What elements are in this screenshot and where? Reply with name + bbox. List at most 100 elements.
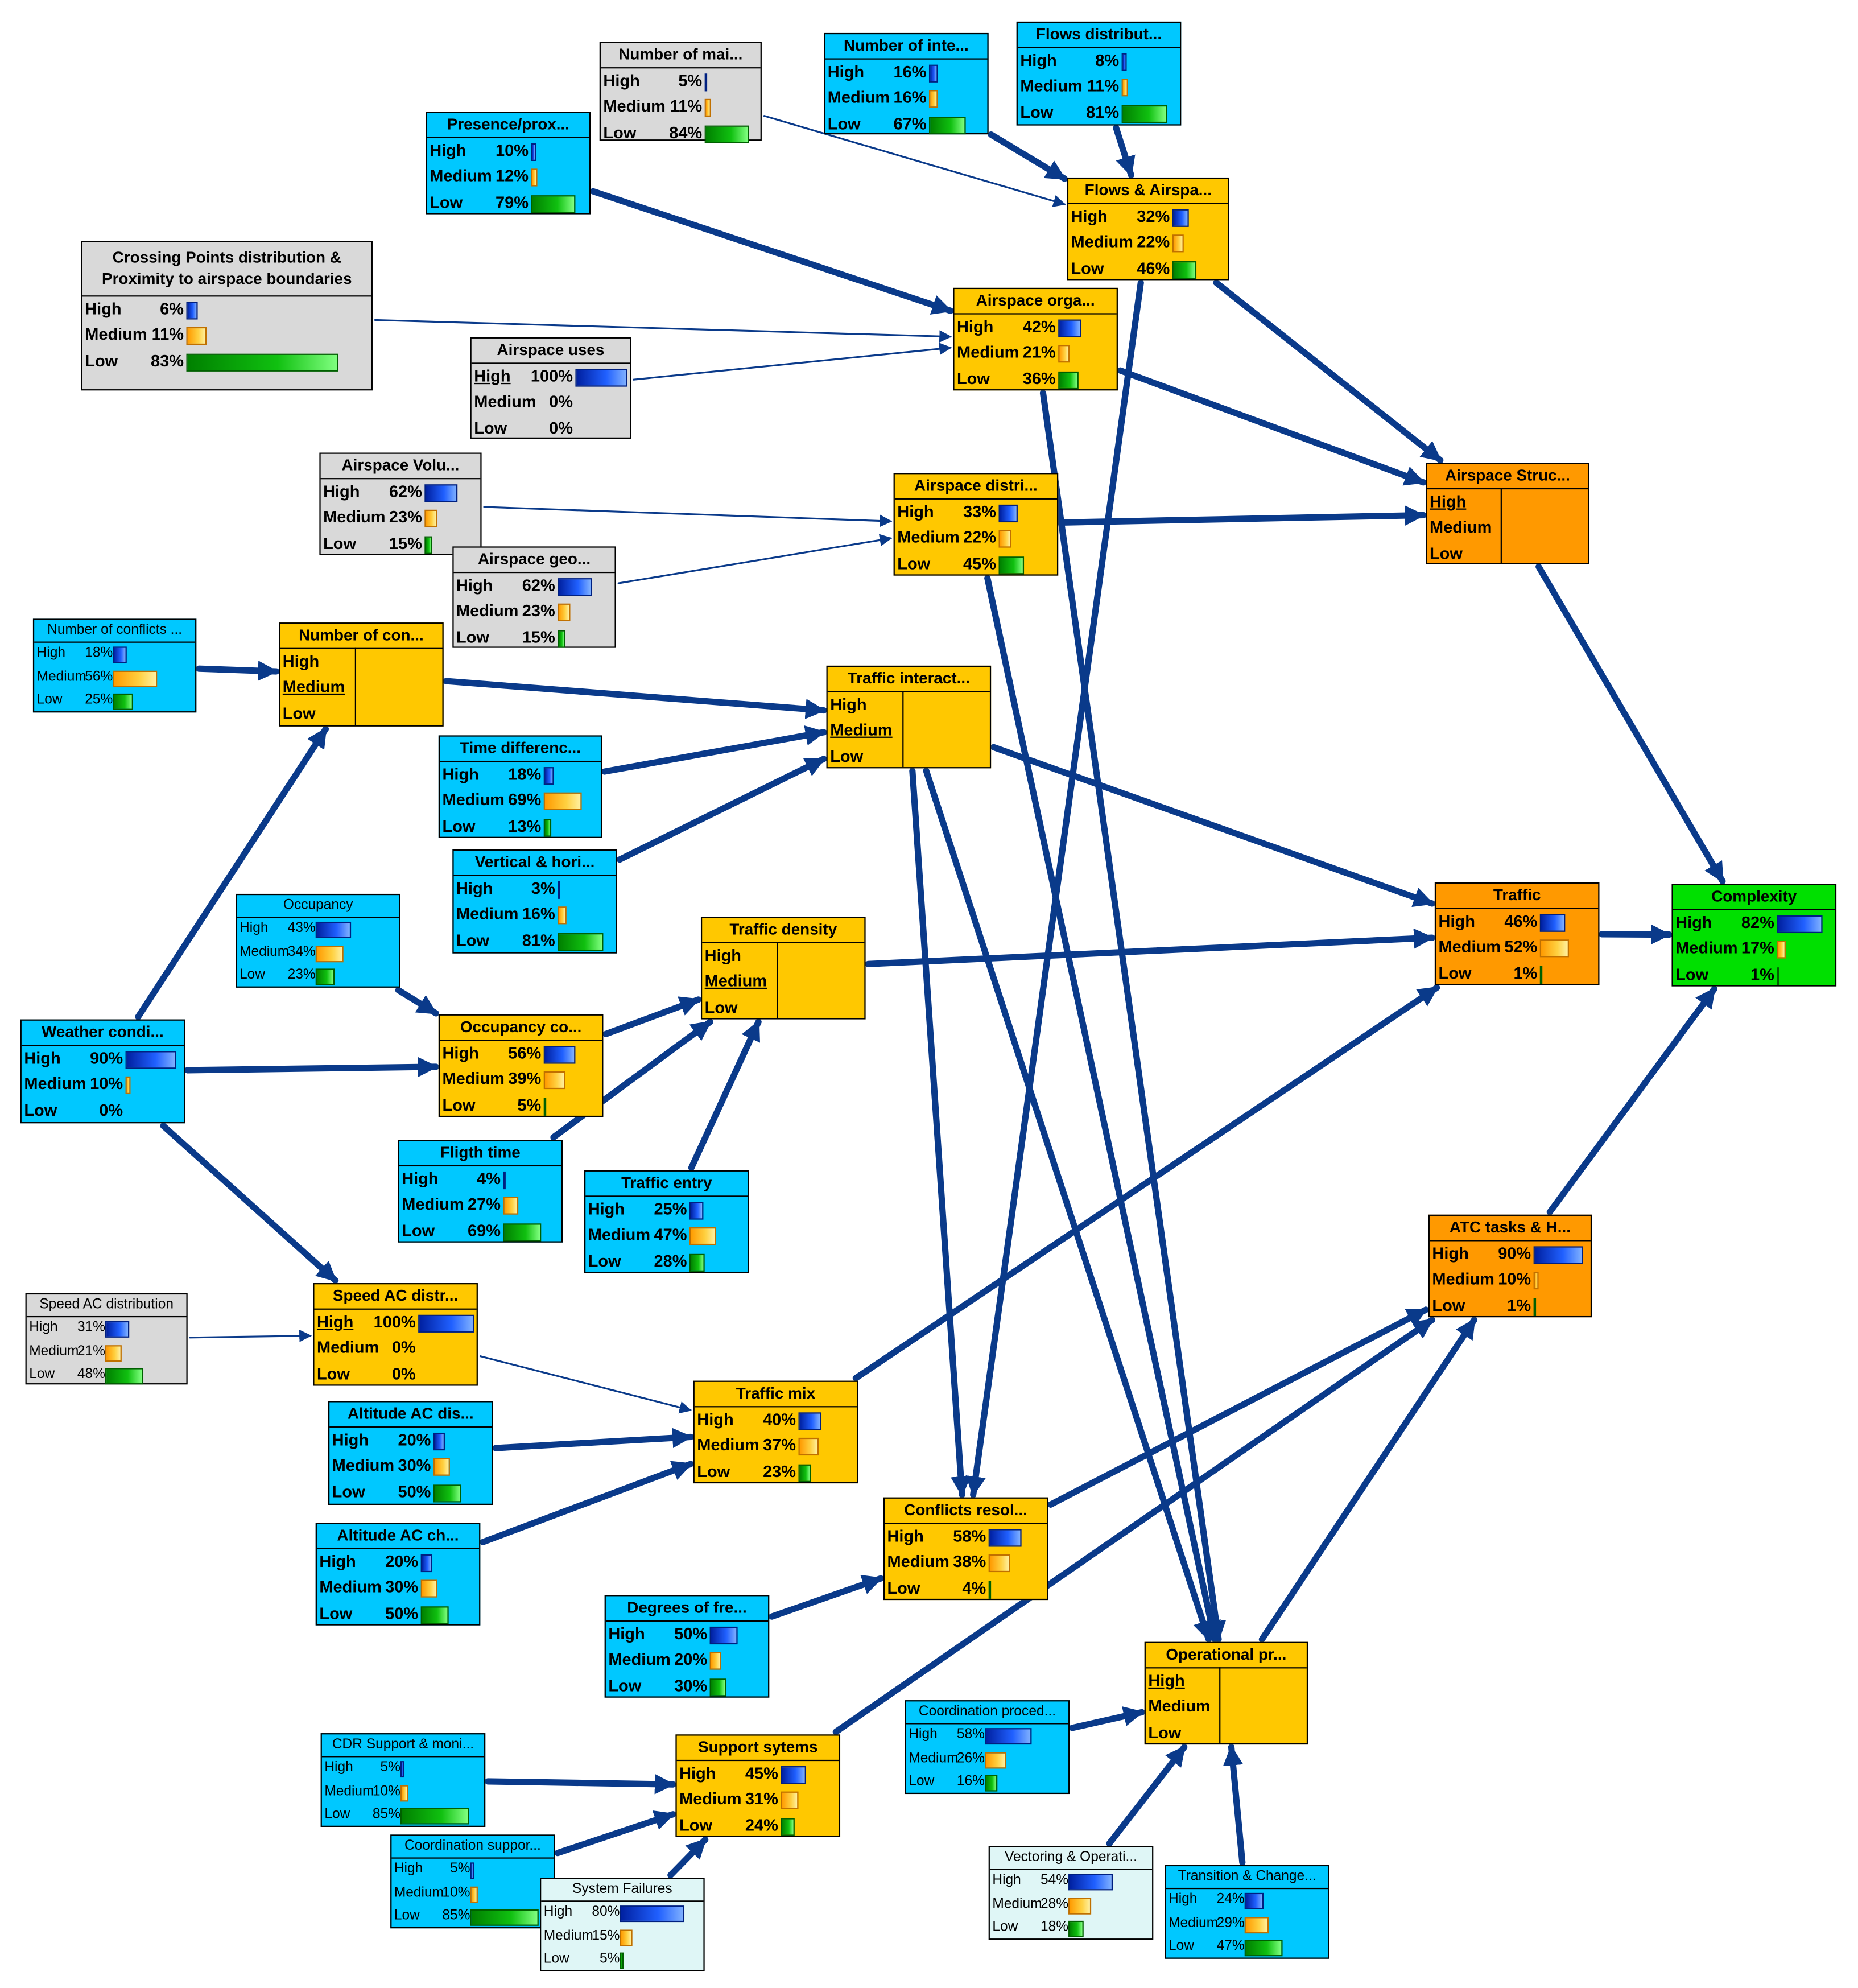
state-percentage: 23%: [287, 967, 316, 983]
state-percentage: 6%: [160, 299, 184, 319]
edge-airspace_orga-to-operational_pr: [1039, 390, 1227, 1643]
state-row-low: Low: [1146, 1720, 1307, 1746]
probability-bar-medium: [620, 1929, 632, 1946]
state-label: Medium: [603, 97, 666, 116]
state-percentage: 10%: [442, 1884, 470, 1900]
state-percentage: 62%: [522, 575, 555, 595]
state-label: Low: [442, 816, 476, 835]
state-percentage: 20%: [385, 1552, 419, 1571]
probability-bar-low: [113, 693, 133, 710]
edge-speed_ac_distribution-to-speed_ac_distr: [189, 1329, 312, 1342]
state-percentage: 17%: [1741, 938, 1774, 958]
state-label: Medium: [319, 1577, 382, 1597]
node-title: Support sytems: [676, 1736, 839, 1762]
state-percentage: 11%: [1087, 76, 1120, 96]
state-percentage: 31%: [745, 1789, 778, 1809]
state-percentage: 50%: [674, 1624, 708, 1643]
edge-occupancy-to-occupancy_co: [395, 987, 439, 1017]
probability-bar-medium: [1172, 234, 1184, 253]
node-crossing[interactable]: Crossing Points distribution & Proximity…: [81, 241, 373, 391]
state-percentage: 28%: [1040, 1896, 1069, 1912]
state-label: Low: [897, 553, 931, 573]
state-percentage: 11%: [151, 325, 184, 344]
probability-bar-medium: [186, 327, 207, 345]
probability-bar-medium: [1121, 79, 1128, 97]
state-label: Low: [456, 930, 489, 950]
node-title: Complexity: [1673, 885, 1835, 910]
probability-bar-high: [531, 143, 537, 161]
state-label: Low: [240, 967, 266, 983]
node-title: Fligth time: [399, 1141, 561, 1167]
state-label: High: [323, 481, 360, 501]
state-label: Low: [830, 746, 864, 765]
probability-bar-medium: [531, 169, 538, 187]
edge-weather-to-num_con: [135, 725, 329, 1020]
state-percentage: 20%: [398, 1430, 431, 1449]
state-label: Medium: [1675, 938, 1738, 958]
probability-bar-high: [420, 1554, 432, 1573]
edge-traffic-to-complexity: [1599, 924, 1673, 945]
state-percentage: 54%: [1040, 1872, 1069, 1888]
state-percentage: 45%: [745, 1763, 778, 1783]
probability-bar-medium: [1244, 1916, 1269, 1933]
state-label: High: [324, 1759, 353, 1775]
edge-airspace_geo-to-airspace_distri: [617, 534, 893, 584]
state-label: Medium: [1438, 937, 1501, 956]
state-percentage: 16%: [893, 62, 927, 81]
state-label: Low: [1148, 1722, 1182, 1742]
